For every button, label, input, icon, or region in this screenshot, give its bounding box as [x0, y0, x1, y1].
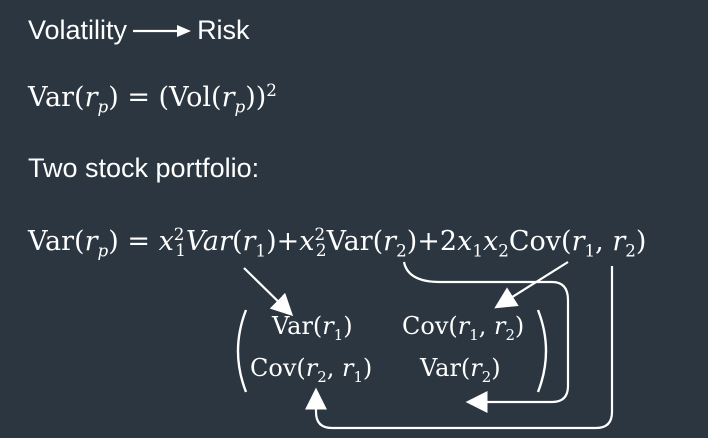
subscript-two: 2	[315, 240, 327, 261]
power-two: 2	[314, 224, 326, 244]
var-fn: Var	[326, 226, 373, 257]
p-sub: p	[97, 240, 109, 261]
vol-fn: Vol	[169, 82, 212, 113]
arrow-cov-to-cell12	[494, 261, 569, 309]
covariance-matrix: Var(r1) Cov(r1, r2) Cov(r2, r1) Var(r2)	[232, 306, 552, 396]
p-sub: p	[234, 96, 246, 117]
var-fn: Var	[28, 226, 75, 257]
portfolio-variance-formula: Var(rp) = x21Var(r1)+x22Var(r2)+2x1x2Cov…	[28, 224, 647, 261]
r-var: r	[84, 82, 98, 113]
equals-sign: =	[127, 82, 150, 113]
risk-label: Risk	[197, 15, 250, 45]
right-arrow-icon	[133, 15, 192, 46]
variance-volatility-formula: Var(rp) = (Vol(rp))2	[28, 80, 277, 117]
power-two: 2	[266, 80, 277, 100]
plus-two: +2	[417, 226, 458, 257]
r-var: r	[221, 82, 235, 113]
r-var: r	[383, 226, 397, 257]
matrix-cell-1-2: Cov(r1, r2)	[402, 312, 525, 344]
subscript-two: 2	[625, 240, 636, 261]
subscript-two: 2	[498, 240, 509, 261]
r-var: r	[84, 226, 98, 257]
p-sub: p	[97, 96, 109, 117]
plus-sign: +	[276, 226, 300, 257]
volatility-label: Volatility	[28, 15, 128, 45]
r-var: r	[571, 226, 585, 257]
x-var: x	[299, 226, 315, 257]
subscript-two: 2	[396, 240, 407, 261]
matrix-cell-2-1: Cov(r2, r1)	[250, 354, 373, 386]
two-stock-heading: Two stock portfolio:	[28, 153, 260, 183]
matrix-cell-1-1: Var(r1)	[272, 312, 353, 344]
var-fn: Var	[28, 82, 75, 113]
x-var: x	[482, 226, 499, 257]
subscript-one: 1	[255, 240, 267, 261]
subscript-one: 1	[584, 240, 596, 261]
power-two: 2	[173, 224, 185, 244]
matrix-cell-2-2: Var(r2)	[420, 354, 501, 386]
x-var: x	[158, 226, 174, 257]
x-var: x	[457, 226, 473, 257]
r-var: r	[612, 226, 626, 257]
subscript-one: 1	[472, 240, 483, 261]
subscript-one: 1	[175, 240, 186, 261]
cov-fn: Cov	[508, 226, 562, 257]
var-fn-italic: Var	[185, 226, 232, 257]
volatility-risk-line: Volatility Risk	[28, 15, 250, 46]
equals-sign: =	[127, 226, 150, 257]
r-var: r	[242, 226, 256, 257]
